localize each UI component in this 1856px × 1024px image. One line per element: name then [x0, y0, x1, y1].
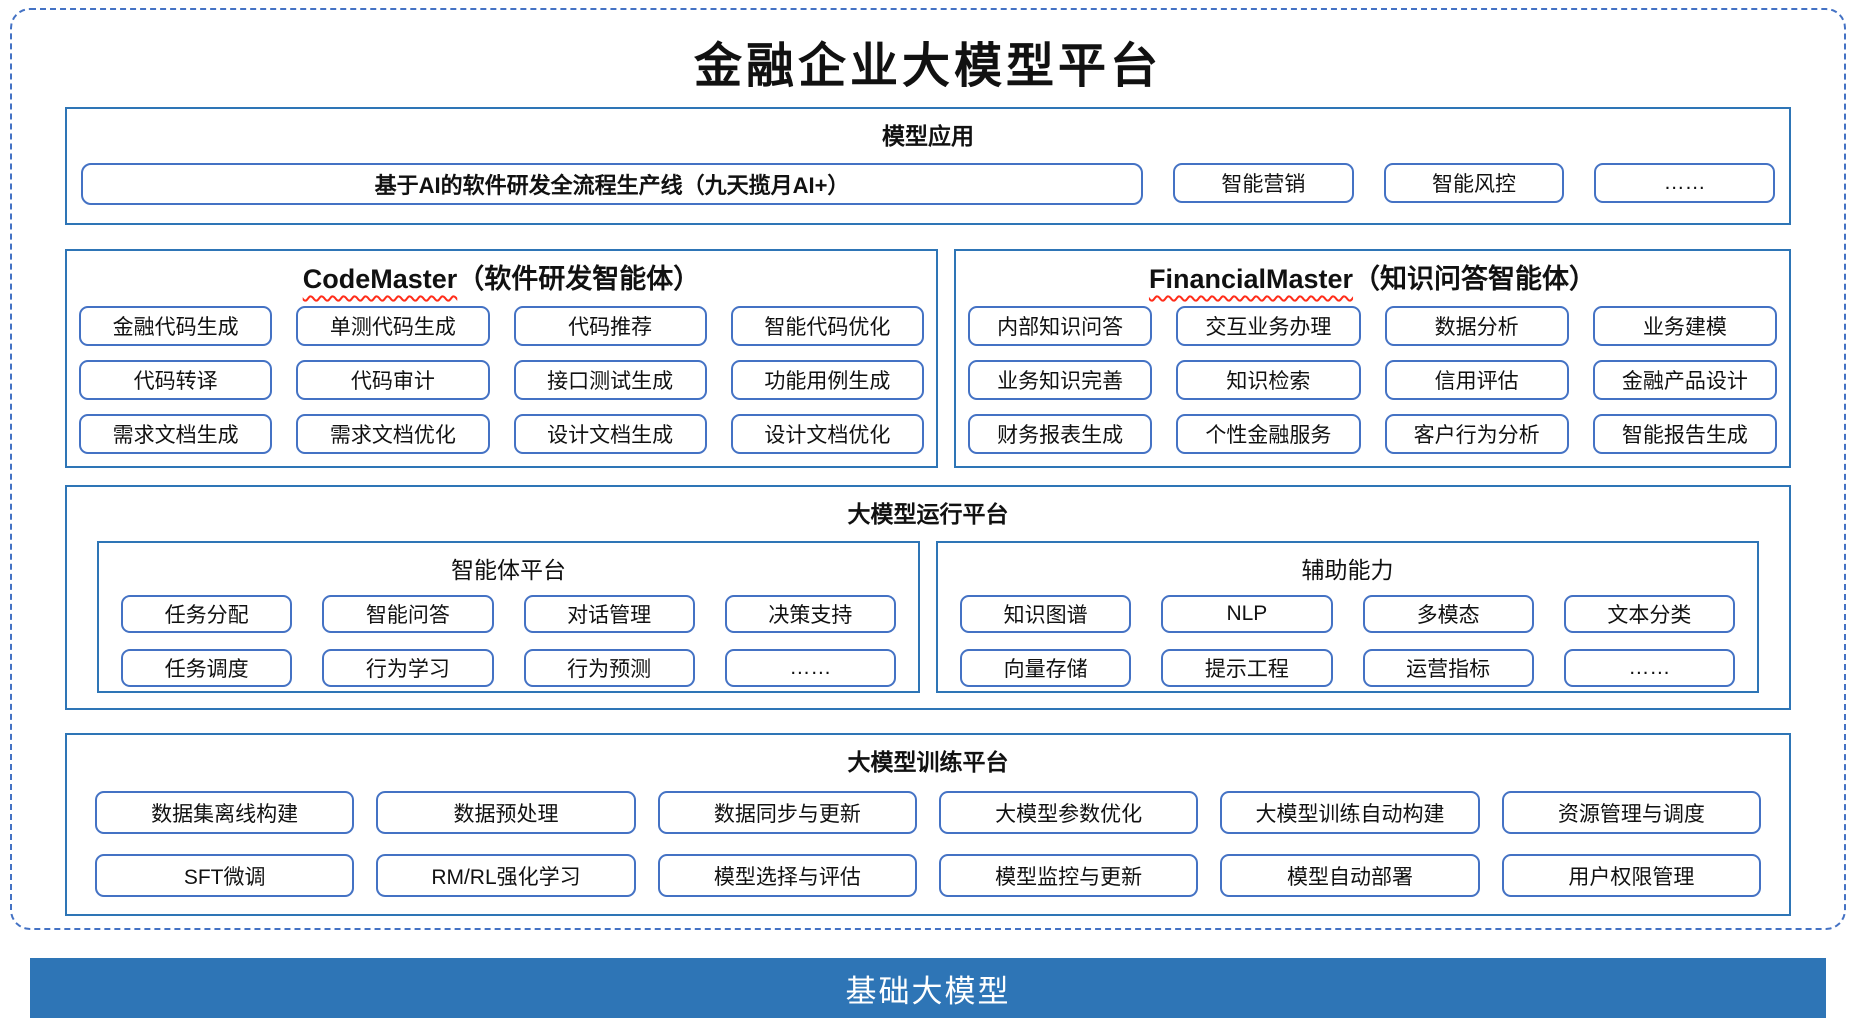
capability-box: 客户行为分析 — [1384, 414, 1569, 454]
capability-box: 业务知识完善 — [968, 360, 1153, 400]
runtime-panels: 智能体平台 任务分配智能问答对话管理决策支持任务调度行为学习行为预测 …… 辅助能… — [67, 541, 1789, 693]
capability-box: 金融产品设计 — [1592, 360, 1777, 400]
codemaster-capability-grid: 金融代码生成单测代码生成代码推荐智能代码优化代码转译代码审计接口测试生成功能用例… — [67, 306, 936, 454]
section-header-training: 大模型训练平台 — [847, 749, 1009, 775]
agent-platform-grid: 任务分配智能问答对话管理决策支持任务调度行为学习行为预测 …… — [99, 595, 918, 687]
panel-codemaster: CodeMaster（软件研发智能体） 金融代码生成单测代码生成代码推荐智能代码… — [65, 249, 938, 468]
capability-box: 财务报表生成 — [968, 414, 1153, 454]
capability-box: NLP — [1161, 595, 1333, 633]
capability-box: 功能用例生成 — [730, 360, 924, 400]
capability-box: 模型选择与评估 — [657, 854, 917, 897]
panel-financialmaster: FinancialMaster（知识问答智能体） 内部知识问答交互业务办理数据分… — [954, 249, 1791, 468]
capability-box: 数据集离线构建 — [95, 791, 355, 834]
financialmaster-capability-grid: 内部知识问答交互业务办理数据分析业务建模业务知识完善知识检索信用评估金融产品设计… — [956, 306, 1789, 454]
section-agents: CodeMaster（软件研发智能体） 金融代码生成单测代码生成代码推荐智能代码… — [65, 249, 1791, 468]
application-box: 智能风控 — [1383, 163, 1565, 203]
panel-agent-platform: 智能体平台 任务分配智能问答对话管理决策支持任务调度行为学习行为预测 …… — [97, 541, 920, 693]
financialmaster-subtitle: （知识问答智能体） — [1353, 264, 1597, 294]
auxiliary-capabilities-grid: 知识图谱 NLP 多模态文本分类向量存储提示工程运营指标 …… — [938, 595, 1757, 687]
capability-box: 对话管理 — [523, 595, 695, 633]
section-training-platform: 大模型训练平台 数据集离线构建数据预处理数据同步与更新大模型参数优化大模型训练自… — [65, 733, 1791, 916]
capability-box: 向量存储 — [960, 649, 1132, 687]
panel-header-financialmaster: FinancialMaster（知识问答智能体） — [956, 257, 1789, 296]
capability-box: 行为预测 — [523, 649, 695, 687]
capability-box: 单测代码生成 — [296, 306, 490, 346]
capability-box: 设计文档生成 — [513, 414, 707, 454]
capability-box: 金融代码生成 — [79, 306, 273, 346]
section-model-applications: 模型应用 基于AI的软件研发全流程生产线（九天揽月AI+） 智能营销智能风控 …… — [65, 107, 1791, 225]
financialmaster-name: FinancialMaster — [1148, 264, 1354, 294]
capability-box: 代码推荐 — [513, 306, 707, 346]
capability-box: 智能问答 — [322, 595, 494, 633]
application-boxes: 智能营销智能风控 …… — [1173, 163, 1776, 205]
capability-box: 个性金融服务 — [1176, 414, 1361, 454]
capability-box: 智能代码优化 — [730, 306, 924, 346]
capability-box: 大模型训练自动构建 — [1220, 791, 1480, 834]
section-runtime-platform: 大模型运行平台 智能体平台 任务分配智能问答对话管理决策支持任务调度行为学习行为… — [65, 485, 1791, 710]
capability-box: 大模型参数优化 — [939, 791, 1199, 834]
panel-auxiliary-capabilities: 辅助能力 知识图谱 NLP 多模态文本分类向量存储提示工程运营指标 …… — [936, 541, 1759, 693]
capability-box: 需求文档优化 — [296, 414, 490, 454]
capability-box: 决策支持 — [724, 595, 896, 633]
codemaster-subtitle: （软件研发智能体） — [457, 264, 701, 294]
section-header-runtime: 大模型运行平台 — [847, 501, 1009, 527]
capability-box: 代码转译 — [79, 360, 273, 400]
panel-header-agent-platform: 智能体平台 — [451, 557, 566, 583]
capability-box: 提示工程 — [1161, 649, 1333, 687]
application-box: …… — [1594, 163, 1776, 203]
capability-box: 数据同步与更新 — [657, 791, 917, 834]
capability-box: 设计文档优化 — [730, 414, 924, 454]
capability-box: SFT微调 — [95, 854, 355, 897]
foundation-model-bar: 基础大模型 — [30, 958, 1826, 1018]
capability-box: 代码审计 — [296, 360, 490, 400]
capability-box: 任务分配 — [121, 595, 293, 633]
capability-box: 智能报告生成 — [1592, 414, 1777, 454]
capability-box: 数据分析 — [1384, 306, 1569, 346]
capability-box: 业务建模 — [1592, 306, 1777, 346]
panel-header-codemaster: CodeMaster（软件研发智能体） — [67, 257, 936, 296]
capability-box: 模型自动部署 — [1220, 854, 1480, 897]
capability-box: 知识检索 — [1176, 360, 1361, 400]
capability-box: 数据预处理 — [376, 791, 636, 834]
section-header-model-applications: 模型应用 — [882, 123, 974, 149]
capability-box: 多模态 — [1362, 595, 1534, 633]
applications-row: 基于AI的软件研发全流程生产线（九天揽月AI+） 智能营销智能风控 …… — [67, 163, 1789, 205]
capability-box: 模型监控与更新 — [939, 854, 1199, 897]
panel-header-auxiliary: 辅助能力 — [1301, 557, 1394, 583]
capability-box: …… — [724, 649, 896, 687]
capability-box: 运营指标 — [1362, 649, 1534, 687]
capability-box: 行为学习 — [322, 649, 494, 687]
application-box: 智能营销 — [1173, 163, 1354, 203]
capability-box: 任务调度 — [121, 649, 293, 687]
capability-box: 资源管理与调度 — [1501, 791, 1761, 834]
capability-box: 信用评估 — [1384, 360, 1569, 400]
capability-box: 知识图谱 — [960, 595, 1132, 633]
outer-dashed-border — [10, 8, 1846, 930]
capability-box: 用户权限管理 — [1501, 854, 1761, 897]
training-capability-grid: 数据集离线构建数据预处理数据同步与更新大模型参数优化大模型训练自动构建资源管理与… — [67, 791, 1789, 897]
capability-box: 接口测试生成 — [513, 360, 707, 400]
capability-box: RM/RL强化学习 — [376, 854, 636, 897]
page-title: 金融企业大模型平台 — [693, 38, 1162, 94]
capability-box: 需求文档生成 — [79, 414, 273, 454]
codemaster-name: CodeMaster — [302, 264, 458, 294]
capability-box: …… — [1563, 649, 1735, 687]
capability-box: 交互业务办理 — [1176, 306, 1361, 346]
capability-box: 内部知识问答 — [968, 306, 1153, 346]
capability-box: 文本分类 — [1563, 595, 1735, 633]
app-pipeline-box: 基于AI的软件研发全流程生产线（九天揽月AI+） — [81, 163, 1143, 205]
